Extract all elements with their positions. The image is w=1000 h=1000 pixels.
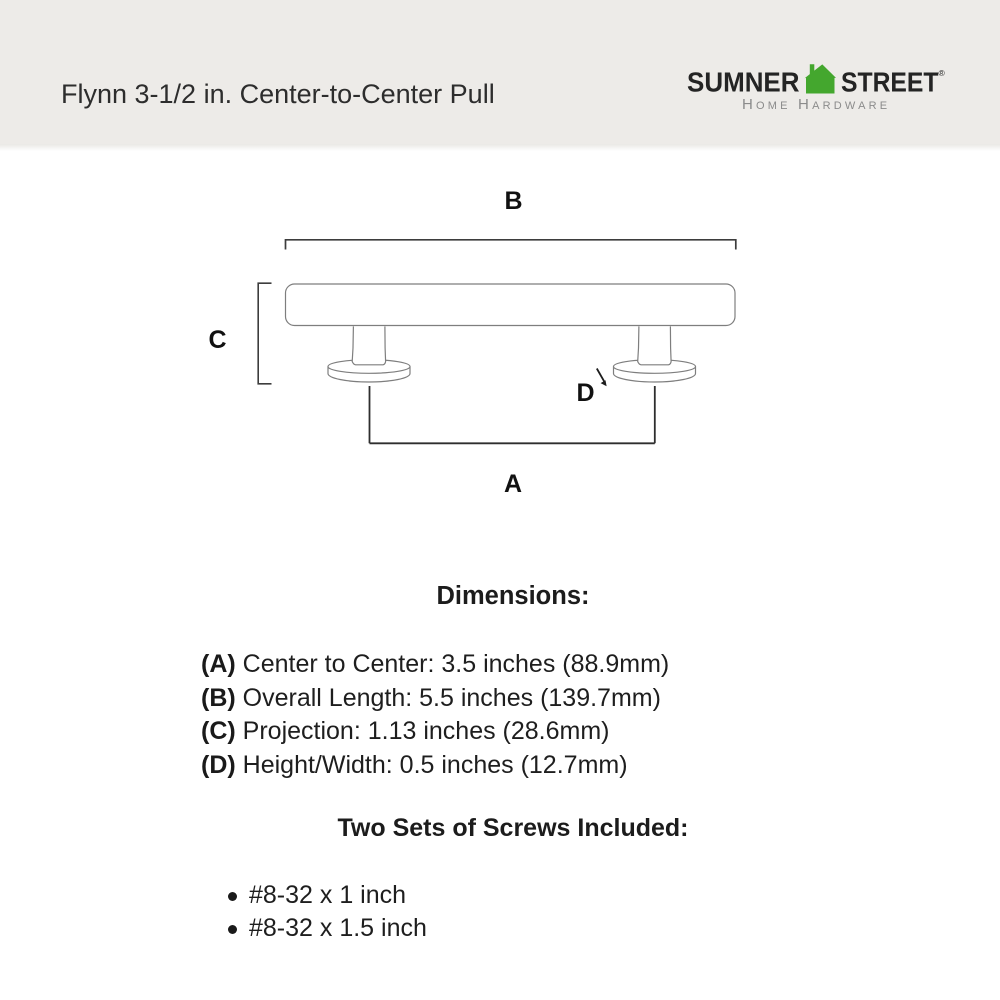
svg-text:D: D — [576, 379, 594, 407]
svg-text:A: A — [504, 470, 522, 498]
svg-text:SUMNER: SUMNER — [687, 67, 800, 98]
svg-text:C: C — [208, 326, 226, 354]
svg-text:®: ® — [939, 68, 946, 78]
svg-text:B: B — [504, 187, 522, 215]
svg-text:STREET: STREET — [841, 67, 939, 98]
